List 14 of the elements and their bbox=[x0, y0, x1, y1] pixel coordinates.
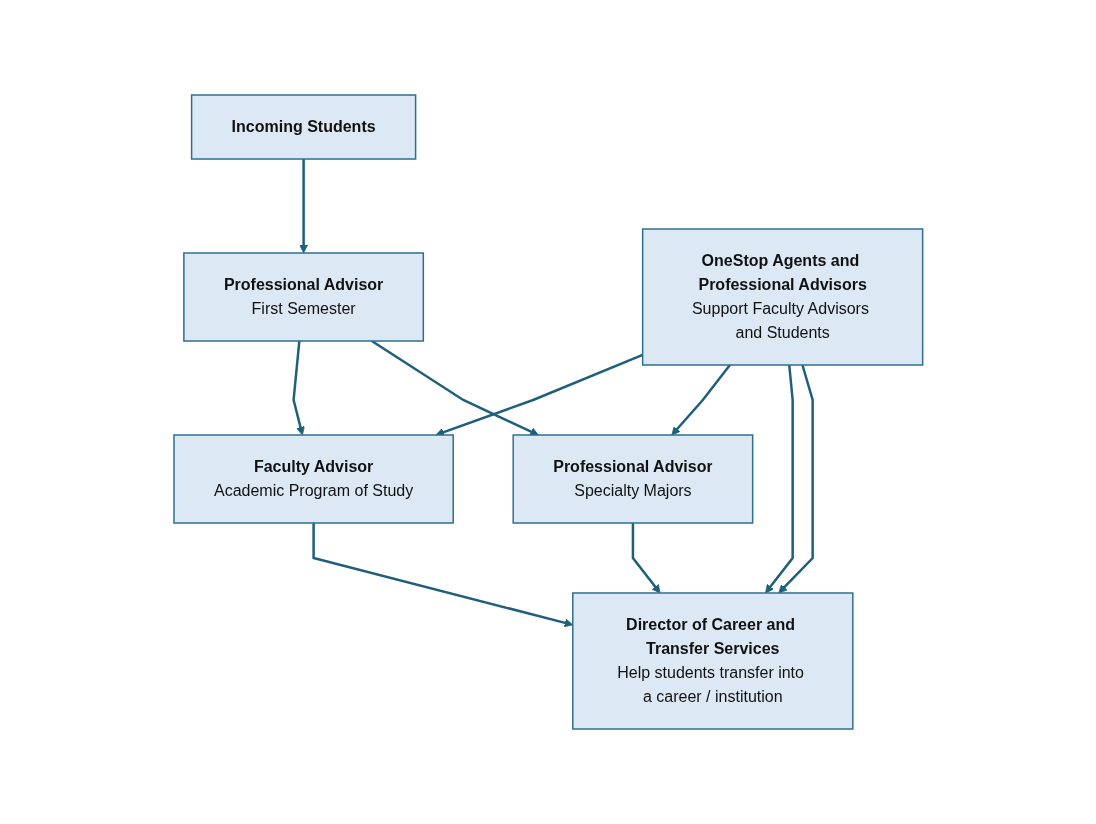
arrow bbox=[778, 364, 814, 594]
arrow bbox=[631, 523, 661, 594]
arrow bbox=[764, 364, 794, 594]
node-box: Professional Advisor Specialty Majors bbox=[512, 434, 754, 524]
arrow bbox=[435, 353, 643, 437]
arrow bbox=[292, 340, 305, 436]
arrow bbox=[298, 159, 308, 254]
node-box: OneStop Agents and Professional Advisors Support Faculty Advisors and Students bbox=[641, 228, 924, 366]
arrow bbox=[312, 523, 573, 628]
node-box: Professional Advisor First Semester bbox=[182, 252, 424, 342]
node-box: Faculty Advisor Academic Program of Study bbox=[172, 434, 454, 524]
arrow bbox=[671, 364, 731, 436]
node-box: Director of Career and Transfer Services Help students transfer into a career / institution bbox=[571, 592, 854, 730]
node-box: Incoming Students bbox=[190, 94, 416, 160]
